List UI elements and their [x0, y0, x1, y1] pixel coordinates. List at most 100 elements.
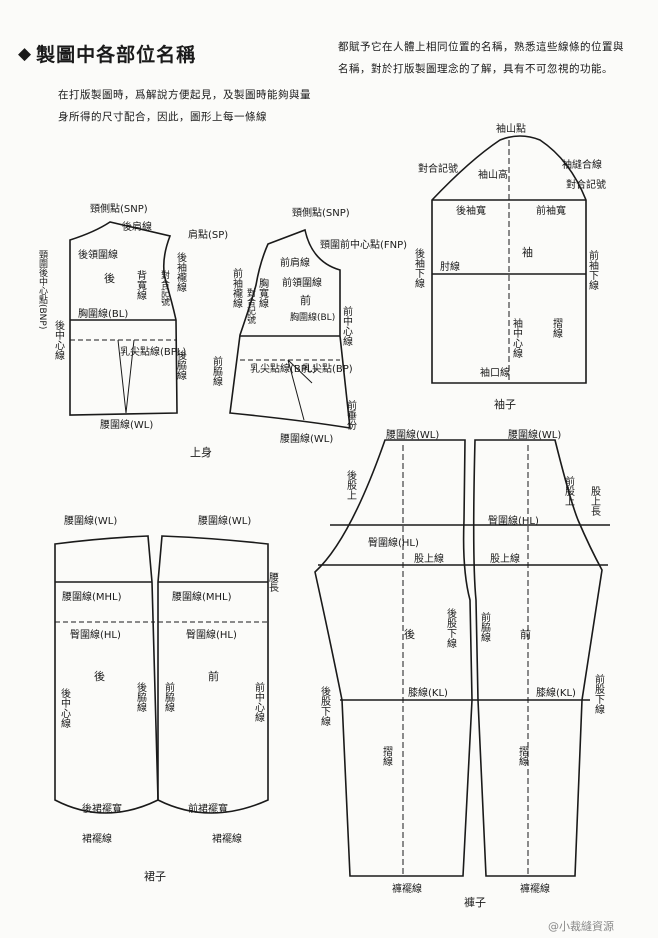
sleeve-front-underarm-label: 前袖下線 [587, 249, 599, 290]
pants-back-rise-label: 後股上 [345, 469, 357, 500]
title-text: 製圖中各部位名稱 [36, 44, 197, 66]
pants-front-outline [472, 439, 603, 877]
skirt-front-label: 前 [208, 669, 219, 683]
front-side-seam-label: 前脇線 [211, 355, 223, 386]
sleeve-back-underarm-label: 後袖下線 [413, 247, 425, 288]
pants-caption: 褲子 [464, 895, 486, 909]
pants-front-wl-label: 腰圍線(WL) [508, 428, 561, 441]
skirt-front-hem-label: 裙襬線 [212, 832, 242, 845]
pants-back-hem-label: 褲襬線 [392, 882, 422, 895]
front-bust-line-label: 胸圍線(BL) [290, 311, 335, 323]
pants-back-crotch-label: 股上線 [414, 552, 444, 565]
pants-front-label: 前 [520, 627, 531, 641]
pants-back-crease-label: 摺線 [381, 745, 393, 766]
skirt-back-center-label: 後中心線 [59, 687, 71, 728]
skirt-front-mhl-label: 腰圍線(MHL) [172, 590, 232, 603]
sleeve-back-width-label: 後袖寬 [456, 204, 486, 217]
front-match-mark-label: 對合記號 [245, 287, 256, 325]
pants-back-outseam-label: 後股下線 [319, 685, 331, 726]
back-width-label: 背寬線 [135, 269, 147, 300]
skirt-back-hem-label: 裙襬線 [82, 832, 112, 845]
skirt-hip-length-label: 腰長 [267, 572, 279, 593]
back-bpl-label: 乳尖點線(BPL) [120, 345, 186, 358]
sleeve-crease-label: 摺線 [551, 317, 563, 338]
back-neck-center-label: 頸圍後中心點(BNP) [37, 250, 48, 329]
sleeve-front-width-label: 前袖寬 [536, 204, 566, 217]
pants-front-side-label: 前脇線 [479, 611, 491, 642]
sleeve-caption: 袖子 [494, 397, 516, 411]
pants-back-label: 後 [404, 627, 415, 641]
skirt-back-hl-label: 臀圍線(HL) [70, 628, 121, 641]
pants-back-wl-label: 腰圍線(WL) [386, 428, 439, 441]
back-shoulder-line-label: 後肩線 [122, 220, 152, 233]
sleeve-cap-seam-label: 袖縫合線 [562, 158, 602, 171]
skirt-labels: 腰圍線(WL) 腰圍線(WL) 腰長 腰圍線(MHL) 腰圍線(MHL) 臀圍線… [59, 514, 279, 883]
front-bpl-label: 乳尖點線(BPL) [250, 362, 316, 375]
pants-front-crease-label: 摺線 [517, 745, 529, 766]
intro-paragraph-left: 在打版製圖時，爲解說方便起見，及製圖時能夠與量身所得的尺寸配合，因此，圖形上每一… [58, 89, 311, 123]
skirt-front-side-label: 前脇線 [163, 681, 175, 712]
pants-back-hl-label: 臀圍線(HL) [368, 536, 419, 549]
back-shoulder-point-label: 肩點(SP) [188, 228, 228, 241]
front-chest-width-label: 胸寬線 [257, 277, 269, 308]
skirt-back-outline [54, 535, 159, 814]
pants-back-inseam-label: 後股下線 [445, 607, 457, 648]
bodice-caption: 上身 [190, 445, 212, 459]
back-center-line-label: 後中心線 [53, 319, 65, 360]
back-armhole-label: 後袖襱線 [175, 251, 187, 292]
sleeve-labels: 袖山點 對合記號 袖縫合線 對合記號 袖山高 後袖寬 前袖寬 後袖下線 肘線 袖… [413, 122, 607, 411]
pants-front-kl-label: 膝線(KL) [536, 686, 576, 699]
skirt-front-center-label: 前中心線 [253, 681, 265, 722]
diamond-icon: ◆ [18, 43, 33, 64]
back-dart [117, 339, 135, 414]
intro-paragraph-right: 都賦予它在人體上相同位置的名稱，熟悉這些線條的位置與名稱，對於打版製圖理念的了解… [338, 41, 624, 75]
front-waist-line-label: 腰圍線(WL) [280, 432, 333, 445]
pants-back-kl-label: 膝線(KL) [408, 686, 448, 699]
skirt-front-hem-width-label: 前裙襬寬 [188, 802, 228, 815]
front-snp-label: 頸側點(SNP) [292, 206, 350, 219]
bodice-labels: 頸側點(SNP) 後肩線 肩點(SP) 頸圍後中心點(BNP) 後領圍線 後袖襱… [37, 202, 407, 459]
skirt-caption: 裙子 [144, 870, 166, 883]
watermark-text: @小裁縫資源 [548, 919, 614, 933]
back-waist-line-label: 腰圍線(WL) [100, 418, 153, 431]
page-title: ◆ 製圖中各部位名稱 [18, 40, 196, 67]
back-neckline-label: 後領圍線 [78, 248, 118, 261]
skirt-back-wl-label: 腰圍線(WL) [64, 514, 117, 527]
front-center-line-label: 前中心線 [341, 305, 353, 346]
pants-front-rise-label: 前股上 [563, 475, 575, 506]
sleeve-center-label: 袖中心線 [511, 317, 523, 358]
skirt-back-side-label: 後脇線 [135, 681, 147, 712]
front-label: 前 [300, 293, 311, 307]
pattern-outlines [54, 135, 610, 877]
front-shoulder-line-label: 前肩線 [280, 256, 310, 269]
skirt-back-mhl-label: 腰圍線(MHL) [62, 590, 122, 603]
pants-front-inseam-label: 前股下線 [593, 673, 605, 714]
front-dart [287, 359, 313, 421]
pants-labels: 腰圍線(WL) 腰圍線(WL) 後股上 前股上 股上長 臀圍線(HL) 臀圍線(… [319, 428, 605, 909]
sleeve-label: 袖 [522, 245, 533, 259]
back-snp-label: 頸側點(SNP) [90, 202, 148, 215]
sleeve-outline [431, 135, 587, 384]
front-neckline-label: 前領圍線 [282, 276, 322, 289]
skirt-front-outline [157, 535, 269, 814]
front-fnp-label: 頸圍前中心點(FNP) [320, 238, 407, 251]
skirt-front-hl-label: 臀圍線(HL) [186, 628, 237, 641]
sleeve-match-mark-left-label: 對合記號 [418, 162, 458, 175]
skirt-front-wl-label: 腰圍線(WL) [198, 514, 251, 527]
front-bp-label: 乳尖點(BP) [302, 362, 353, 375]
sleeve-elbow-label: 肘線 [440, 260, 460, 273]
pants-back-outline [314, 439, 473, 877]
sleeve-cap-point-label: 袖山點 [496, 122, 526, 135]
pants-front-hl-label: 臀圍線(HL) [488, 514, 539, 527]
back-bodice-outline [69, 221, 178, 416]
back-label: 後 [104, 271, 115, 285]
back-side-seam-label: 後脇線 [175, 349, 187, 380]
back-match-mark-label: 對合記號 [159, 269, 170, 307]
front-drop-label: 前垂份 [345, 399, 357, 431]
front-bodice-outline [229, 228, 351, 429]
pants-front-hem-label: 褲襬線 [520, 882, 550, 895]
pants-front-crotch-label: 股上線 [490, 552, 520, 565]
skirt-back-label: 後 [94, 669, 105, 683]
sleeve-cap-height-label: 袖山高 [478, 168, 508, 181]
sleeve-match-mark-right-label: 對合記號 [566, 178, 606, 191]
